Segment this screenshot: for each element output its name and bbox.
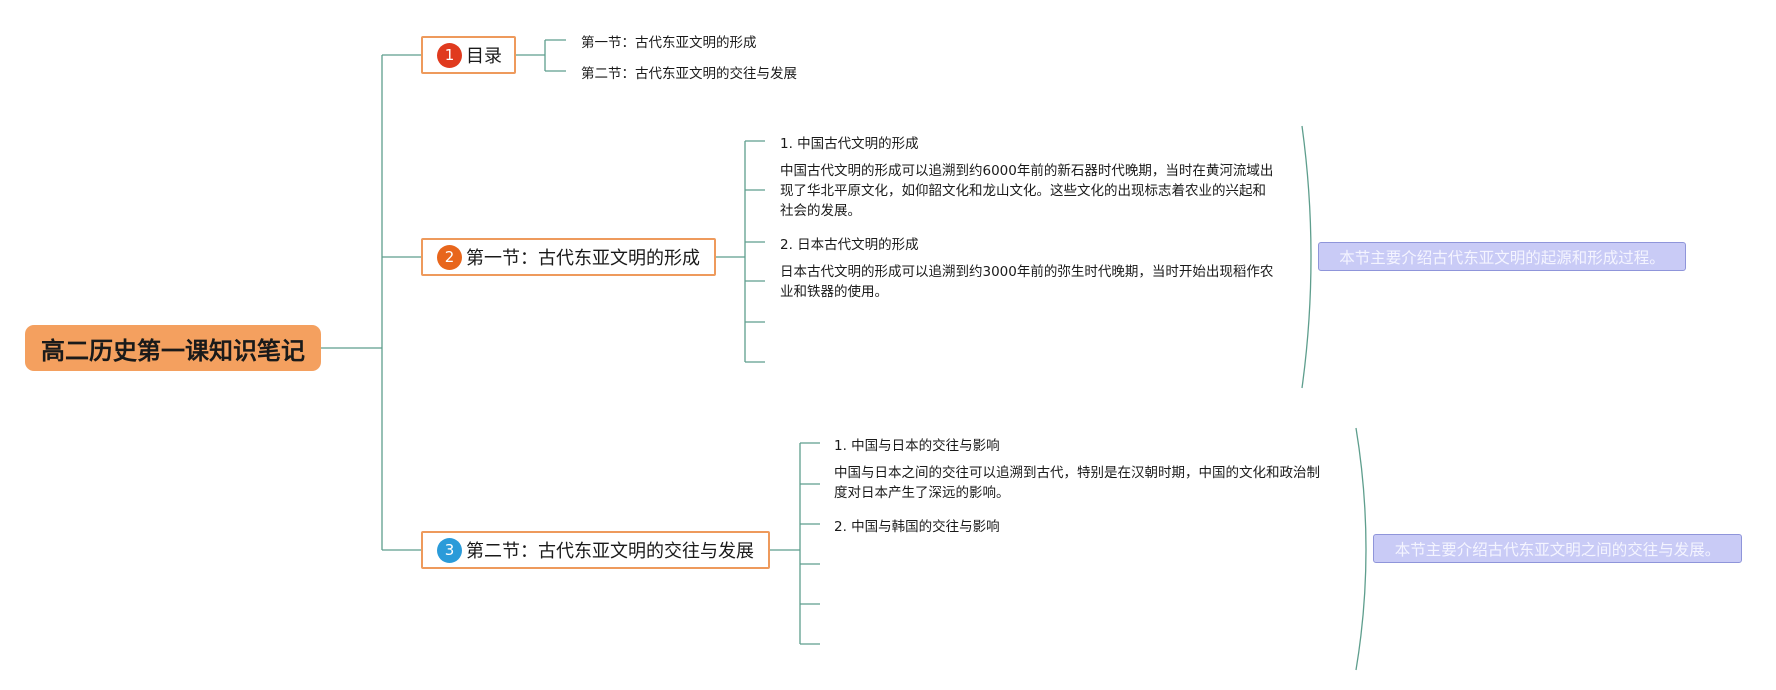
subtopic-item[interactable]: 第二节：古代东亚文明的交往与发展: [581, 66, 797, 82]
summary-brace-2: [1355, 427, 1367, 671]
subtopic-item[interactable]: 2. 中国与韩国的交往与影响: [834, 519, 1000, 535]
summary-brace-1: [1301, 125, 1312, 389]
topic-title: 目录: [466, 46, 502, 67]
subtopic-paragraph[interactable]: 日本古代文明的形成可以追溯到约3000年前的弥生时代晚期，当时开始出现稻作农业和…: [780, 264, 1274, 300]
topic-contents[interactable]: 1 目录: [421, 36, 516, 74]
subtopic-item[interactable]: 1. 中国与日本的交往与影响: [834, 438, 1000, 454]
subtopic-paragraph[interactable]: 中国与日本之间的交往可以追溯到古代，特别是在汉朝时期，中国的文化和政治制度对日本…: [834, 465, 1320, 501]
subtopic-item[interactable]: 第一节：古代东亚文明的形成: [581, 35, 757, 51]
topic-title: 第一节：古代东亚文明的形成: [466, 248, 700, 269]
subtopic-paragraph[interactable]: 中国古代文明的形成可以追溯到约6000年前的新石器时代晚期，当时在黄河流域出现了…: [780, 163, 1274, 219]
topic-section-2[interactable]: 3 第二节：古代东亚文明的交往与发展: [421, 531, 770, 569]
root-title: 高二历史第一课知识笔记: [41, 336, 305, 365]
number-badge-3: 3: [437, 537, 462, 563]
number-badge-1: 1: [437, 42, 462, 68]
topic-title: 第二节：古代东亚文明的交往与发展: [466, 541, 754, 562]
summary-text: 本节主要介绍古代东亚文明之间的交往与发展。: [1394, 540, 1721, 559]
summary-text: 本节主要介绍古代东亚文明的起源和形成过程。: [1339, 248, 1665, 267]
subtopic-item[interactable]: 2. 日本古代文明的形成: [780, 237, 919, 253]
number-badge-2: 2: [437, 244, 462, 270]
root-topic[interactable]: 高二历史第一课知识笔记: [25, 325, 321, 371]
summary-callout-1[interactable]: 本节主要介绍古代东亚文明的起源和形成过程。: [1318, 242, 1686, 271]
subtopic-item[interactable]: 1. 中国古代文明的形成: [780, 136, 919, 152]
topic-section-1[interactable]: 2 第一节：古代东亚文明的形成: [421, 238, 716, 276]
summary-callout-2[interactable]: 本节主要介绍古代东亚文明之间的交往与发展。: [1373, 534, 1742, 563]
